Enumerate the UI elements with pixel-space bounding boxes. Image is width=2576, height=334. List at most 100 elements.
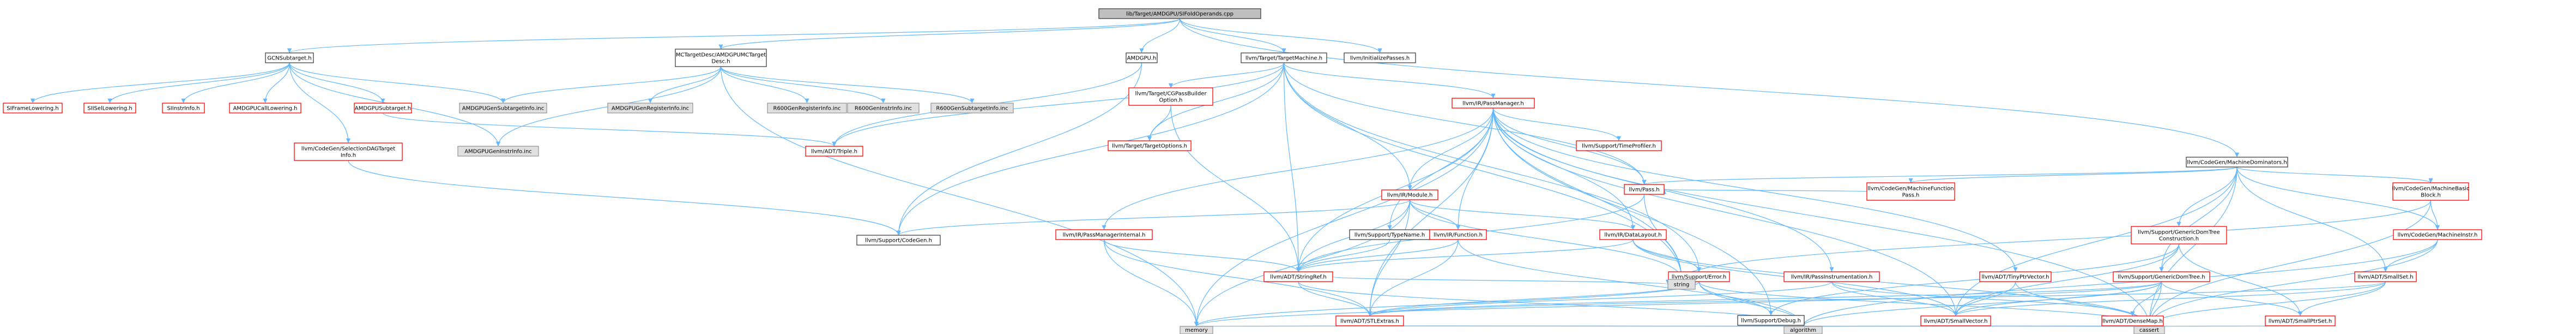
- node-sgdtc[interactable]: llvm/Support/GenericDomTreeConstruction.…: [2131, 226, 2227, 244]
- node-gsi[interactable]: AMDGPUGenSubtargetInfo.inc: [459, 103, 547, 114]
- edge-lpm-to-string: [1492, 108, 1684, 280]
- node-sdbg[interactable]: llvm/Support/Debug.h: [1737, 315, 1805, 326]
- edge-sgdt-to-adtsps: [2161, 281, 2303, 317]
- node-label: llvm/IR/Function.h: [1434, 232, 1483, 238]
- node-siii[interactable]: SIInstrInfo.h: [162, 103, 205, 114]
- node-adtsps[interactable]: llvm/ADT/SmallPtrSet.h: [2265, 315, 2336, 326]
- node-tpv[interactable]: llvm/ADT/TinyPtrVector.h: [1979, 271, 2052, 282]
- node-box: [805, 146, 863, 157]
- node-box: [1381, 189, 1438, 200]
- node-pass[interactable]: llvm/Pass.h: [1624, 184, 1665, 195]
- node-irpi[interactable]: llvm/IR/PassInstrumentation.h: [1783, 271, 1880, 282]
- node-label: lib/Target/AMDGPU/SIFoldOperands.cpp: [1126, 11, 1233, 17]
- node-box: [162, 103, 205, 114]
- edge-ltm-to-cgen: [896, 62, 1285, 236]
- node-rgri[interactable]: R600GenRegisterInfo.inc: [767, 103, 847, 114]
- edge-ltm-to-lcgo: [1168, 62, 1285, 88]
- node-box: [83, 103, 136, 114]
- node-box: [1126, 52, 1158, 63]
- node-box: [1128, 87, 1213, 106]
- node-cgmi[interactable]: llvm/CodeGen/MachineInstr.h: [2393, 229, 2482, 240]
- edge-irdl-to-cassert: [1632, 239, 2152, 327]
- edge-gcn-to-gsi: [289, 62, 506, 104]
- node-adtss[interactable]: llvm/ADT/SmallSet.h: [2354, 271, 2417, 282]
- node-sisl[interactable]: SIISelLowering.h: [83, 103, 136, 114]
- node-box: [459, 103, 547, 114]
- node-irdl[interactable]: llvm/IR/DataLayout.h: [1599, 229, 1667, 240]
- edge-ltm-to-triple: [832, 62, 1285, 147]
- node-amdcl[interactable]: AMDGPUCallLowering.h: [229, 103, 301, 114]
- node-box: [1241, 52, 1327, 63]
- node-lip[interactable]: llvm/InitializePasses.h: [1344, 52, 1416, 63]
- edge-sgdtc-to-sgdt: [2159, 243, 2180, 272]
- edge-cgmi-to-cassert: [2146, 239, 2438, 327]
- node-irmod[interactable]: llvm/IR/Module.h: [1381, 189, 1438, 200]
- edge-root-to-ltm: [1179, 18, 1286, 53]
- edge-lpm-to-pass: [1492, 108, 1647, 185]
- node-rgsi[interactable]: R600GenSubtargetInfo.inc: [930, 103, 1014, 114]
- node-sgdt[interactable]: llvm/Support/GenericDomTree.h: [2113, 271, 2210, 282]
- node-box: [1429, 229, 1487, 240]
- node-box: [1452, 98, 1535, 109]
- node-stle[interactable]: llvm/ADT/STLExtras.h: [1335, 315, 1404, 326]
- node-label: llvm/CodeGen/MachineFunction: [1867, 186, 1954, 192]
- node-box: [3, 103, 63, 114]
- edge-sgdtc-to-sdbg: [1768, 243, 2180, 316]
- edge-ltm-to-lpm: [1283, 62, 1496, 99]
- node-cmd[interactable]: llvm/CodeGen/MachineDominators.h: [2186, 157, 2288, 168]
- node-rgii[interactable]: R600GenInstrInfo.inc: [847, 103, 920, 114]
- node-ltm[interactable]: llvm/Target/TargetMachine.h: [1241, 52, 1327, 63]
- node-gri[interactable]: AMDGPUGenRegisterInfo.inc: [607, 103, 693, 114]
- edge-adtss-to-stle: [1368, 281, 2386, 317]
- node-box: [229, 103, 301, 114]
- node-algorithm[interactable]: algorithm: [1783, 326, 1823, 334]
- node-tpro[interactable]: llvm/Support/TimeProfiler.h: [1576, 140, 1662, 151]
- node-lto[interactable]: llvm/Target/TargetOptions.h: [1108, 140, 1192, 151]
- edge-root-to-cmd: [1179, 18, 2240, 158]
- node-label: memory: [1185, 327, 1208, 333]
- node-label: Option.h: [1159, 98, 1183, 104]
- edge-gcn-to-sisl: [107, 62, 290, 104]
- node-adtdm[interactable]: llvm/ADT/DenseMap.h: [2101, 315, 2164, 326]
- edge-cgmi-to-adtss: [2383, 239, 2438, 272]
- node-memory[interactable]: memory: [1180, 326, 1213, 334]
- node-label: SIFrameLowering.h: [7, 106, 58, 112]
- edge-lpm-to-irmod: [1407, 108, 1494, 190]
- edge-sgdt-to-adtdm: [2130, 281, 2162, 317]
- node-sifl[interactable]: SIFrameLowering.h: [3, 103, 63, 114]
- node-label: R600GenInstrInfo.inc: [855, 106, 912, 112]
- node-pmi[interactable]: llvm/IR/PassManagerInternal.h: [1055, 229, 1153, 240]
- edge-ltm-to-serr: [1283, 62, 1702, 272]
- node-box: [1098, 8, 1261, 19]
- node-string[interactable]: string: [1667, 279, 1696, 290]
- edge-sgdt-to-memory: [1194, 281, 2162, 327]
- node-triple[interactable]: llvm/ADT/Triple.h: [805, 146, 863, 157]
- node-adtsr[interactable]: llvm/ADT/StringRef.h: [1263, 271, 1333, 282]
- edge-cmd-to-cgmbb: [2236, 166, 2433, 183]
- edge-serr-to-sdbg: [1698, 281, 1774, 316]
- node-stn[interactable]: llvm/Support/TypeName.h: [1349, 229, 1430, 240]
- edge-cgmbb-to-string: [1679, 200, 2432, 280]
- node-adtsv[interactable]: llvm/ADT/SmallVector.h: [1920, 315, 1991, 326]
- node-amdst[interactable]: AMDGPUSubtarget.h: [354, 103, 412, 114]
- node-irfun[interactable]: llvm/IR/Function.h: [1429, 229, 1487, 240]
- node-lpm[interactable]: llvm/IR/PassManager.h: [1452, 98, 1535, 109]
- node-label: AMDGPU.h: [1127, 56, 1157, 62]
- node-agii[interactable]: AMDGPUGenInstrInfo.inc: [457, 146, 539, 157]
- node-cgen[interactable]: llvm/Support/CodeGen.h: [856, 235, 941, 246]
- node-label: Info.h: [341, 153, 356, 159]
- node-cassert[interactable]: cassert: [2133, 326, 2165, 334]
- node-box: [675, 49, 767, 67]
- node-label: SIISelLowering.h: [87, 106, 132, 112]
- edge-irdl-to-serr: [1632, 239, 1702, 272]
- edge-adtss-to-adtsv: [1954, 281, 2386, 317]
- node-amdgpu[interactable]: AMDGPU.h: [1126, 52, 1158, 63]
- edge-root-to-gcn: [287, 18, 1181, 53]
- node-gcn[interactable]: GCNSubtarget.h: [265, 52, 314, 63]
